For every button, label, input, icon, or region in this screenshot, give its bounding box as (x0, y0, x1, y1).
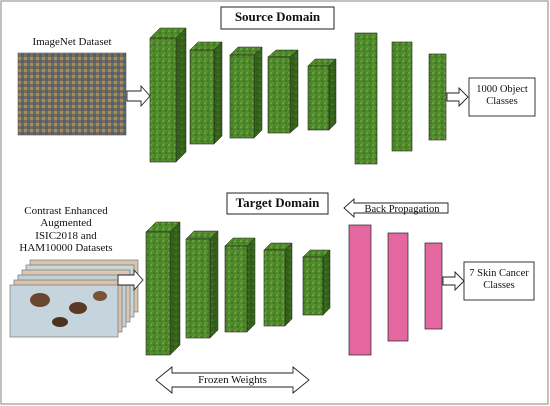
target-output-arrow (442, 270, 465, 292)
back-propagation-arrow (343, 197, 449, 219)
source-layer-4 (267, 49, 299, 134)
target-layer-5 (302, 249, 331, 316)
source-layer-5 (307, 58, 337, 131)
source-input-arrow (126, 84, 151, 108)
back-propagation-label: Back Propagation (364, 204, 440, 215)
target-layer-4 (263, 242, 293, 327)
target-output-label-line1: 7 Skin Cancer (469, 268, 529, 279)
frozen-weights-arrow (155, 366, 310, 394)
source-layer-1 (149, 27, 187, 163)
source-title: Source Domain (234, 9, 321, 24)
source-output-label-line2: Classes (486, 95, 518, 107)
target-dataset-line3: ISIC2018 and (35, 229, 97, 242)
source-output-arrow (446, 86, 469, 108)
source-fc-layer-2 (391, 41, 413, 152)
source-output-label-line1: 1000 Object (476, 84, 528, 95)
imagenet-mosaic-image (17, 52, 127, 136)
source-layer-3 (229, 46, 263, 139)
imagenet-dataset-label: ImageNet Dataset (32, 36, 112, 48)
target-layer-3 (224, 237, 256, 333)
source-layer-2 (189, 41, 223, 145)
target-title-box (226, 192, 329, 215)
source-title-box (220, 6, 335, 30)
source-output-label: 1000 Object Classes (469, 84, 535, 108)
source-fc-layer-3 (428, 53, 447, 141)
target-dataset-line2: Augmented (40, 217, 92, 230)
target-output-label: 7 Skin Cancer Classes (464, 268, 534, 292)
target-layer-2 (185, 230, 219, 339)
source-fc-layer-1 (354, 32, 378, 165)
target-dataset-line1: Contrast Enhanced (24, 205, 108, 217)
target-title: Target Domain (235, 195, 320, 210)
target-input-arrow (117, 268, 144, 292)
target-dataset-label: Contrast Enhanced Augmented ISIC2018 and… (2, 205, 130, 254)
target-output-box (463, 261, 535, 301)
target-new-layer-2 (387, 232, 409, 342)
source-output-box (468, 77, 536, 117)
target-new-layer-3 (424, 242, 443, 330)
target-layer-1 (145, 221, 181, 356)
frozen-weights-label: Frozen Weights (198, 374, 267, 386)
skin-lesion-image-stack (9, 259, 139, 338)
target-output-label-line2: Classes (483, 279, 515, 291)
target-dataset-line4: HAM10000 Datasets (19, 241, 113, 254)
target-new-layer-1 (348, 224, 372, 356)
